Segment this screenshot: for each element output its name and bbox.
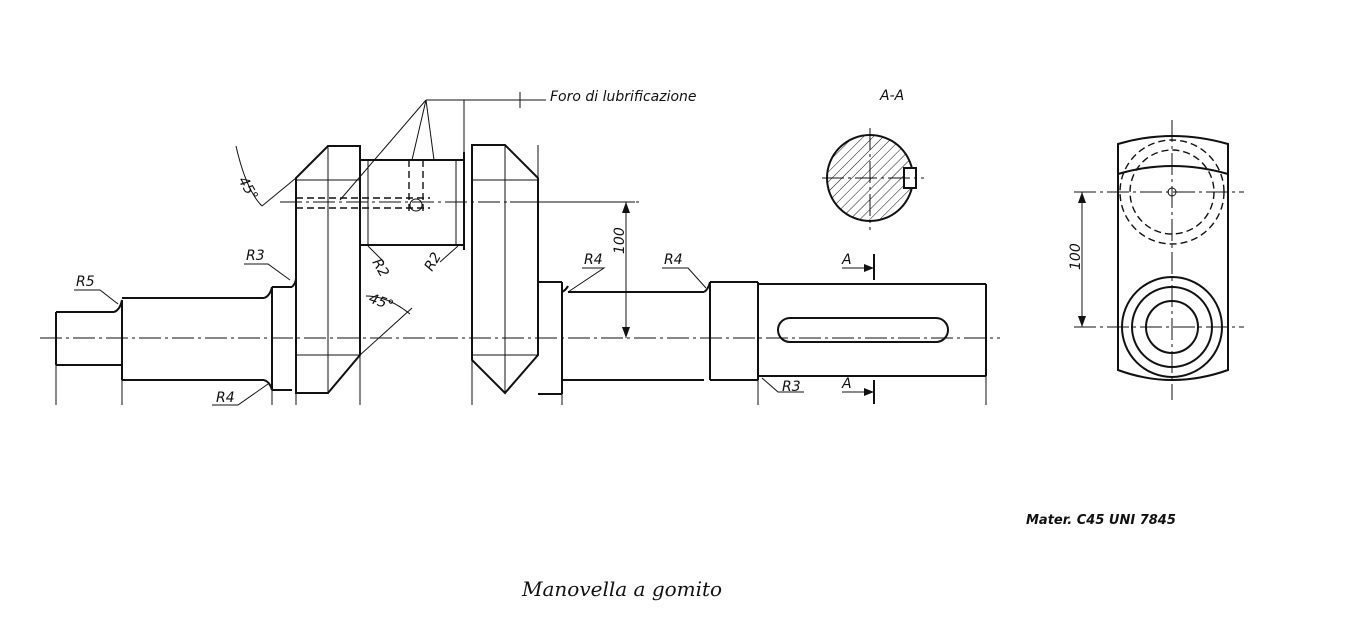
radius-r4-right: R4 bbox=[664, 252, 683, 268]
cut-label-top: A bbox=[841, 252, 852, 268]
lubrication-hole-label: Foro di lubrificazione bbox=[550, 89, 697, 105]
angle-label-mid: 45° bbox=[367, 291, 396, 315]
section-a-a: A-A bbox=[822, 88, 924, 230]
radius-r4-left: R4 bbox=[216, 390, 235, 406]
drawing-caption: Manovella a gomito bbox=[521, 577, 722, 601]
side-view bbox=[1074, 120, 1244, 400]
angle-marks bbox=[235, 145, 413, 356]
dimension-100-front bbox=[622, 202, 630, 338]
section-cut-marks bbox=[842, 254, 875, 404]
radius-r2-b: R2 bbox=[422, 250, 445, 274]
right-crank-web bbox=[471, 144, 539, 395]
cut-label-bottom: A bbox=[841, 376, 852, 392]
angle-label-top: 45° bbox=[235, 174, 261, 204]
dim-label-100: 100 bbox=[612, 227, 628, 254]
extension-lines bbox=[55, 100, 987, 405]
crankpin bbox=[296, 145, 473, 250]
radius-r2-a: R2 bbox=[369, 256, 392, 280]
radius-r3-left: R3 bbox=[246, 248, 265, 264]
left-crank-web bbox=[295, 145, 361, 394]
radius-r3-right: R3 bbox=[782, 379, 801, 395]
radius-r4-mid: R4 bbox=[584, 252, 603, 268]
radius-r5: R5 bbox=[76, 274, 95, 290]
left-shaft-end bbox=[55, 277, 297, 391]
right-shaft bbox=[538, 281, 987, 395]
material-spec: Mater. C45 UNI 7845 bbox=[1026, 513, 1176, 528]
dim-label-100-side: 100 bbox=[1068, 243, 1084, 270]
lubrication-leader bbox=[339, 92, 546, 201]
section-title: A-A bbox=[879, 88, 904, 104]
front-view: 100 45° 45° R5 R3 R4 R2 R2 R4 R4 R3 bbox=[40, 89, 1000, 406]
radius-leaders bbox=[74, 245, 804, 406]
